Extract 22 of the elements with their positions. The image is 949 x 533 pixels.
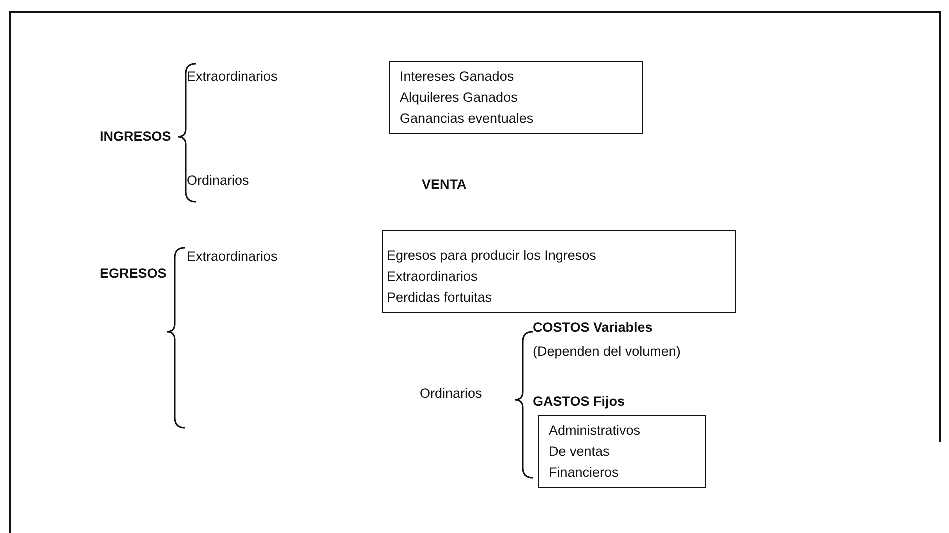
list-item: Intereses Ganados [400,68,516,86]
text-box [538,415,706,488]
subcategory-label: Extraordinarios [187,69,278,85]
text-box [389,61,643,134]
list-item: De ventas [549,443,611,461]
category-label: EGRESOS [100,266,167,282]
text-box [382,230,736,313]
list-item: Financieros [549,464,620,482]
list-item: Egresos para producir los Ingresos [387,247,598,265]
list-item: Ganancias eventuales [400,110,535,128]
list-item: Administrativos [549,422,642,440]
subcategory-label: Extraordinarios [187,249,278,265]
category-label: INGRESOS [100,129,172,145]
note-text: (Dependen del volumen) [533,344,681,360]
category-label: COSTOS Variables [533,320,653,336]
category-label: GASTOS Fijos [533,394,626,410]
item-label: VENTA [422,177,467,193]
list-item: Alquileres Ganados [400,89,519,107]
subcategory-label: Ordinarios [420,386,482,402]
list-item: Extraordinarios [387,268,479,286]
subcategory-label: Ordinarios [187,173,250,189]
list-item: Perdidas fortuitas [387,289,494,307]
